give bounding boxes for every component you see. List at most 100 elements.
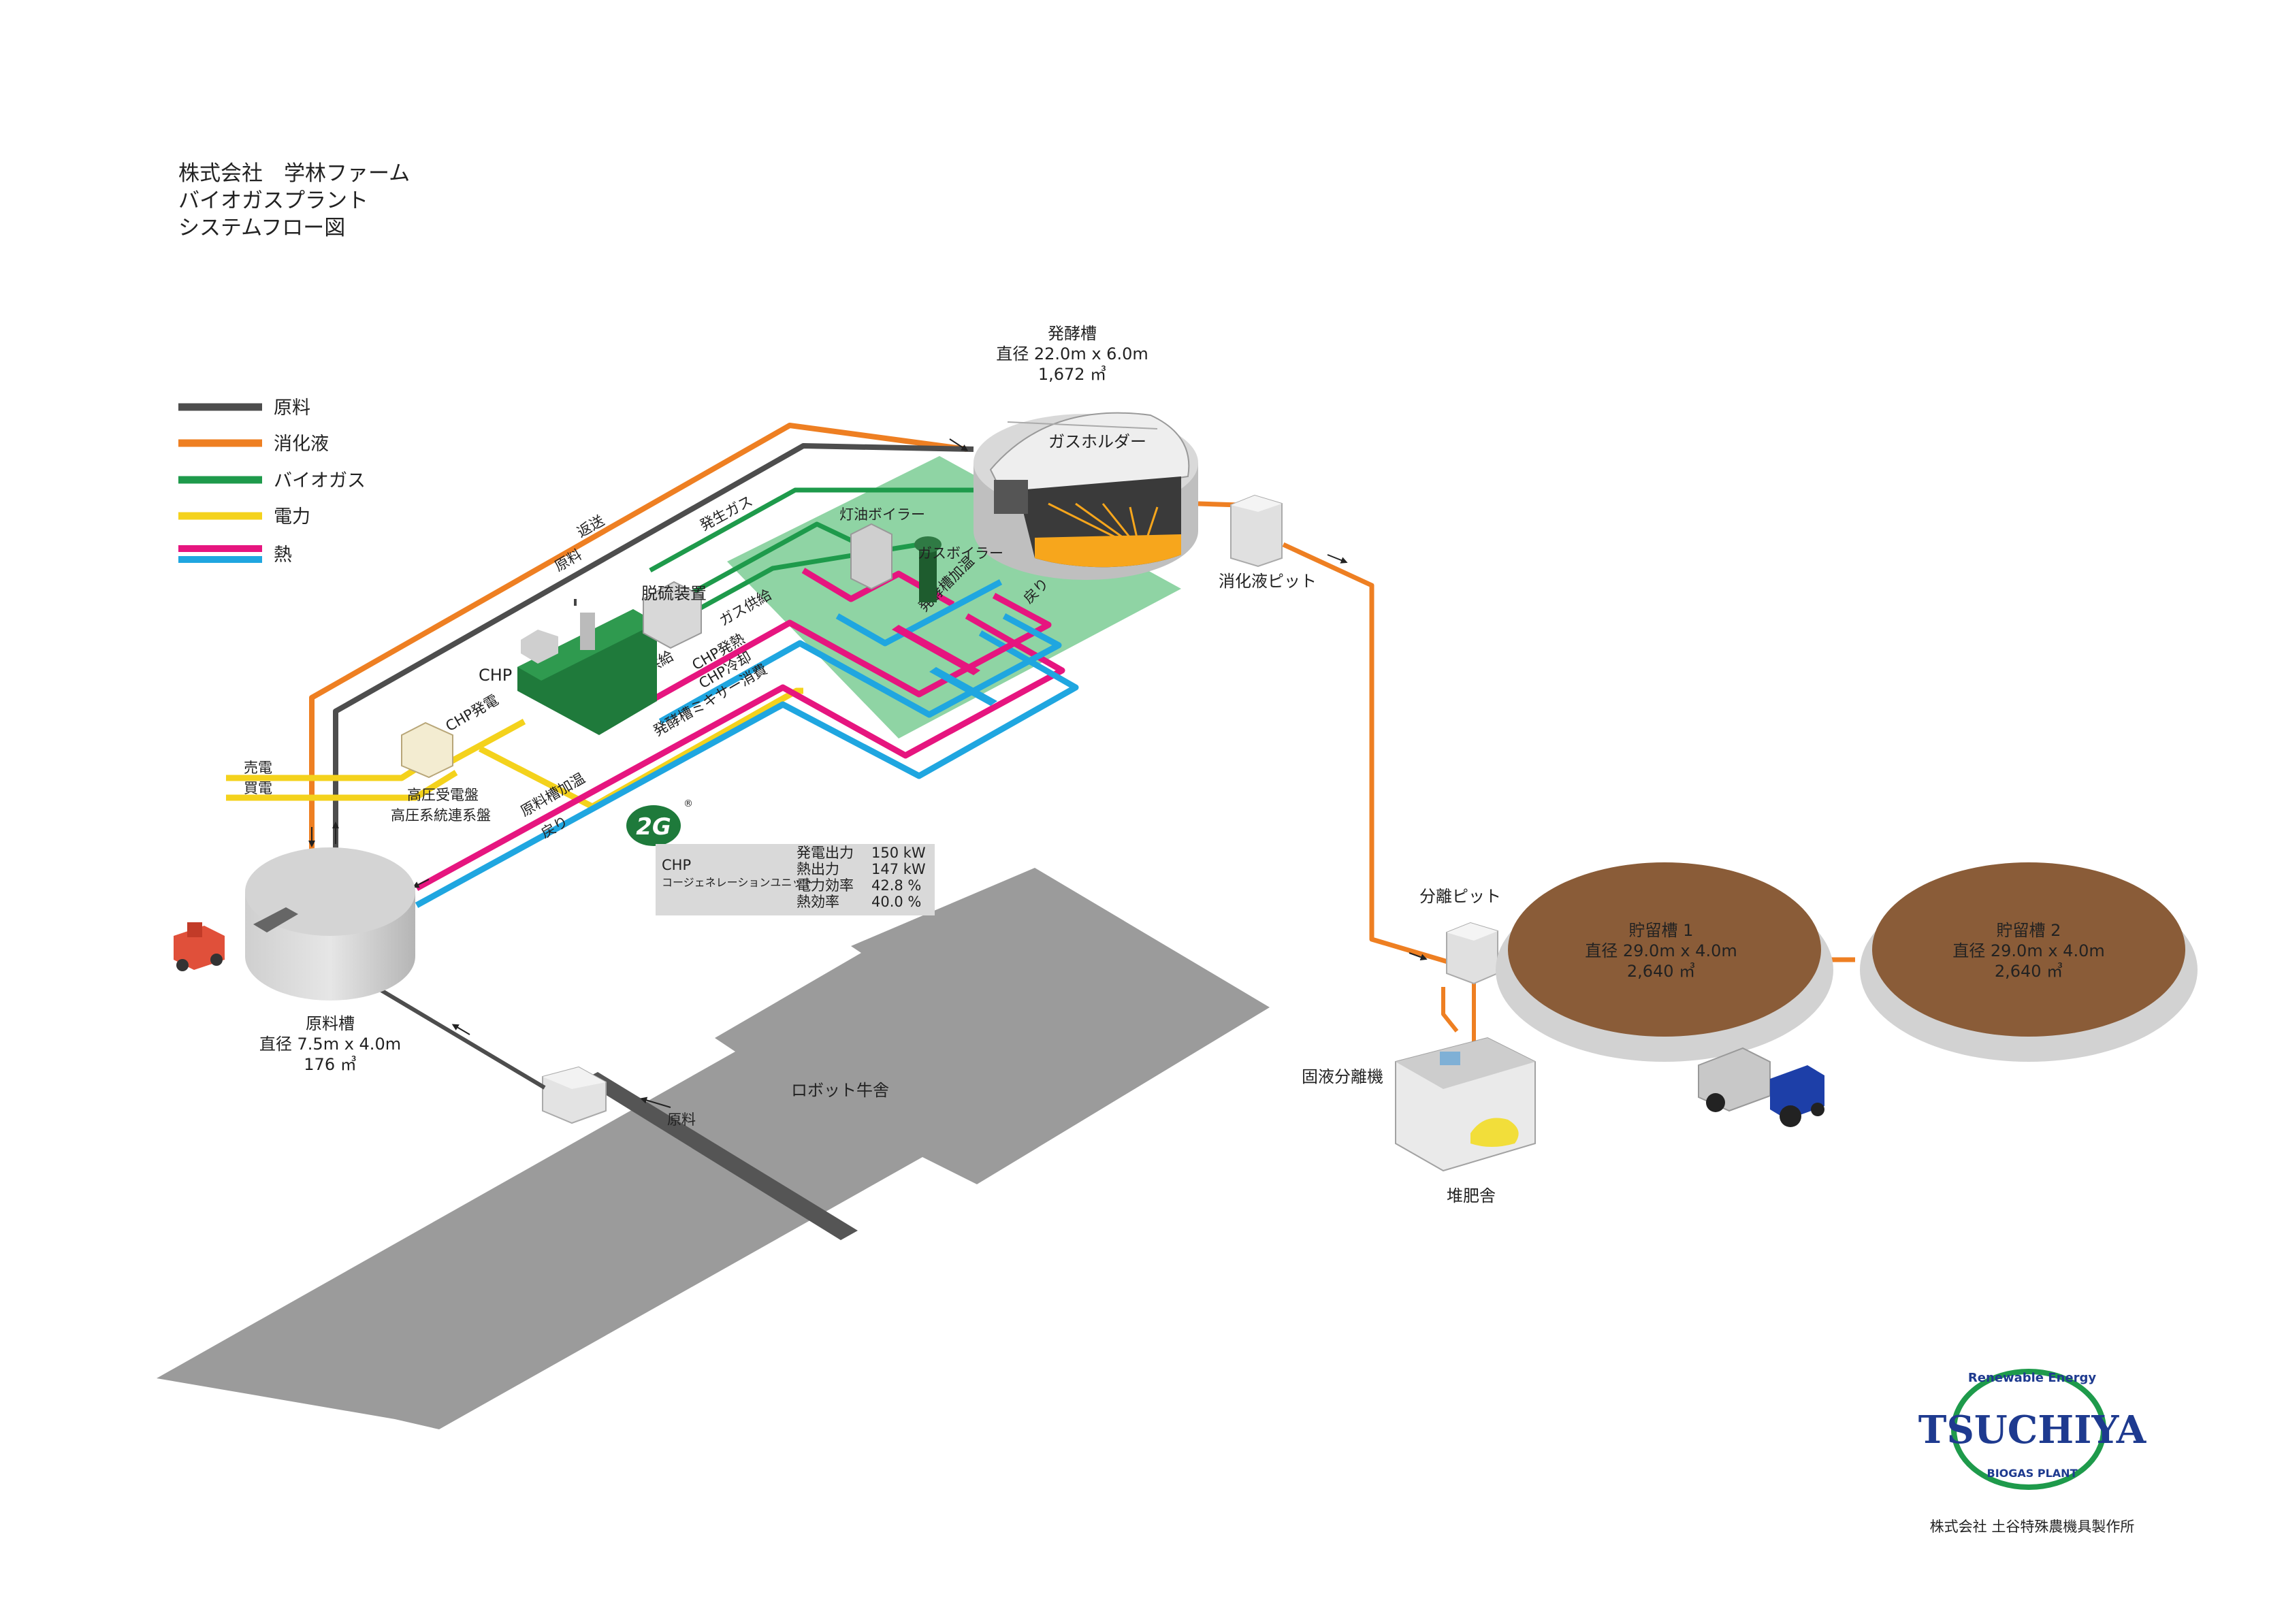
storage2-volume: 2,640 ㎥ [1995, 962, 2063, 981]
tractor-wheel-rear [1780, 1105, 1801, 1127]
flow-arrows [308, 438, 1428, 960]
title-company: 株式会社 学林ファーム [178, 161, 410, 186]
title-diagram: システムフロー図 [178, 216, 345, 240]
digester: ガスホルダー 発酵槽 直径 22.0m x 6.0m 1,672 ㎥ [974, 324, 1198, 580]
label-sell-power: 売電 [244, 760, 272, 776]
gas-holder-rib [1007, 421, 1158, 429]
title-block: 株式会社 学林ファーム バイオガスプラント システムフロー図 [178, 161, 410, 240]
pipe-chp-power [447, 719, 526, 765]
gas-holder-label: ガスホルダー [1048, 432, 1146, 451]
logo-top-text: Renewable Energy [1968, 1371, 2096, 1385]
logo-main-text: TSUCHIYA [1918, 1408, 2147, 1452]
arrow-raw-barn-line [451, 1024, 470, 1035]
label-buy-power: 買電 [244, 780, 272, 796]
switchgear-label-1: 高圧受電盤 [407, 787, 479, 803]
compost-shed-label: 堆肥舎 [1447, 1186, 1496, 1205]
storage1-volume: 2,640 ㎥ [1627, 962, 1695, 981]
chp-spec-label-2: 電力効率 [797, 877, 854, 894]
barn-label: ロボット牛舎 [791, 1081, 889, 1100]
storage-tank-1: 貯留槽 1 直径 29.0m x 4.0m 2,640 ㎥ [1496, 862, 1833, 1062]
chp-spec-box [656, 844, 935, 915]
robot-barn: ロボット牛舎 原料 [157, 868, 1270, 1429]
barn-feed-channel [582, 1072, 858, 1240]
storage1-name: 貯留槽 1 [1629, 921, 1694, 940]
arrow-digestate-pit [1327, 554, 1348, 564]
separation-pit: 分離ピット [1419, 887, 1501, 985]
digester-name: 発酵槽 [1048, 324, 1097, 343]
barn-raw-pit-top [543, 1067, 606, 1089]
storage2-slurry [1872, 862, 2185, 1037]
legend-label-raw: 原料 [274, 397, 310, 419]
label-chp-power: CHP発電 [443, 692, 502, 734]
label-raw-barn: 原料 [667, 1111, 696, 1128]
digester-return-header [929, 667, 997, 706]
legend: 原料 消化液 バイオガス 電力 熱 [178, 397, 366, 566]
tractor-wheel-front [1811, 1103, 1824, 1116]
storage2-name: 貯留槽 2 [1997, 921, 2061, 940]
separator-label: 固液分離機 [1302, 1067, 1383, 1086]
digester-size: 直径 22.0m x 6.0m [996, 344, 1148, 363]
storage-tank-2: 貯留槽 2 直径 29.0m x 4.0m 2,640 ㎥ [1860, 862, 2198, 1062]
chp-brand-text: 2G [636, 813, 671, 841]
pipe-mixer-power [478, 687, 803, 810]
raw-tank-size: 直径 7.5m x 4.0m [259, 1035, 401, 1054]
chp-spec: 2G ® CHP コージェネレーションユニット 発電出力 150 kW 熱出力 … [626, 798, 935, 915]
chp-spec-model: CHP [662, 857, 691, 873]
compost-shed-roof [1396, 1038, 1535, 1089]
loader-icon [174, 922, 225, 971]
digester-hatch [994, 480, 1028, 514]
storage1-slurry [1508, 862, 1821, 1037]
digestate-pit: 消化液ピット [1219, 494, 1317, 591]
pipe-separation-to-separator [1441, 987, 1459, 1033]
pipe-power-buy [226, 770, 458, 801]
loader-wheel-rear [210, 954, 223, 966]
chp-spec-value-1: 147 kW [871, 861, 926, 877]
separator-machine [1440, 1052, 1460, 1065]
desulfurizer-body [643, 581, 702, 649]
legend-label-digestate: 消化液 [274, 434, 329, 455]
chp-brand-mark: ® [683, 798, 693, 809]
digester-heating-header [892, 625, 980, 675]
chp-brand-logo [626, 805, 681, 846]
gas-boiler-label: ガスボイラー [918, 545, 1003, 562]
logo-company-name: 株式会社 土谷特殊農機具製作所 [1930, 1519, 2135, 1535]
legend-label-biogas: バイオガス [274, 470, 366, 491]
chp-body [517, 609, 657, 735]
chp-spec-value-0: 150 kW [871, 845, 926, 861]
storage2-size: 直径 29.0m x 4.0m [1952, 941, 2104, 960]
boilers: 灯油ボイラー ガスボイラー [839, 506, 1003, 602]
compost-pile [1470, 1118, 1519, 1147]
chp-radiator [521, 630, 558, 664]
desulfurizer-label: 脱硫装置 [641, 584, 707, 603]
chp-spec-value-3: 40.0 % [871, 894, 921, 910]
arrow-raw-barn [640, 1097, 671, 1108]
logo-ring [1951, 1369, 2106, 1490]
tanker-wheel [1706, 1093, 1725, 1112]
arrow-heat-raw-tank [412, 879, 430, 888]
storage1-size: 直径 29.0m x 4.0m [1585, 941, 1737, 960]
tanker-tractor-icon [1698, 1047, 1824, 1127]
pipe-return-digestate [309, 423, 967, 851]
loader-wheel-front [176, 959, 189, 971]
pipe-raw-barn-to-tank [380, 988, 546, 1090]
title-plant: バイオガスプラント [178, 189, 368, 213]
switchgear-label-2: 高圧系統連系盤 [391, 807, 491, 824]
separation-pit-label: 分離ピット [1419, 887, 1501, 906]
switchgear: 高圧受電盤 高圧系統連系盤 [391, 721, 491, 824]
chp-exhaust [580, 613, 595, 650]
switchgear-body [401, 721, 453, 779]
digestate-pit-label: 消化液ピット [1219, 572, 1317, 591]
tsuchiya-logo: Renewable Energy TSUCHIYA BIOGAS PLANT 株… [1918, 1369, 2147, 1535]
chp-spec-description: コージェネレーションユニット [662, 876, 814, 889]
gas-boiler-body [919, 545, 937, 602]
digester-mixer-blades [1048, 502, 1159, 539]
gas-boiler-top [914, 536, 942, 553]
separation-pit-top [1447, 923, 1498, 941]
loader-cab [187, 922, 202, 937]
raw-tank: 原料槽 直径 7.5m x 4.0m 176 ㎥ [245, 847, 415, 1074]
chp-label: CHP [479, 666, 512, 685]
kerosene-boiler-body [850, 523, 892, 590]
pipe-boiler-return [835, 579, 1003, 647]
chp-spec-label-3: 熱効率 [797, 894, 839, 910]
raw-tank-volume: 176 ㎥ [304, 1055, 356, 1074]
